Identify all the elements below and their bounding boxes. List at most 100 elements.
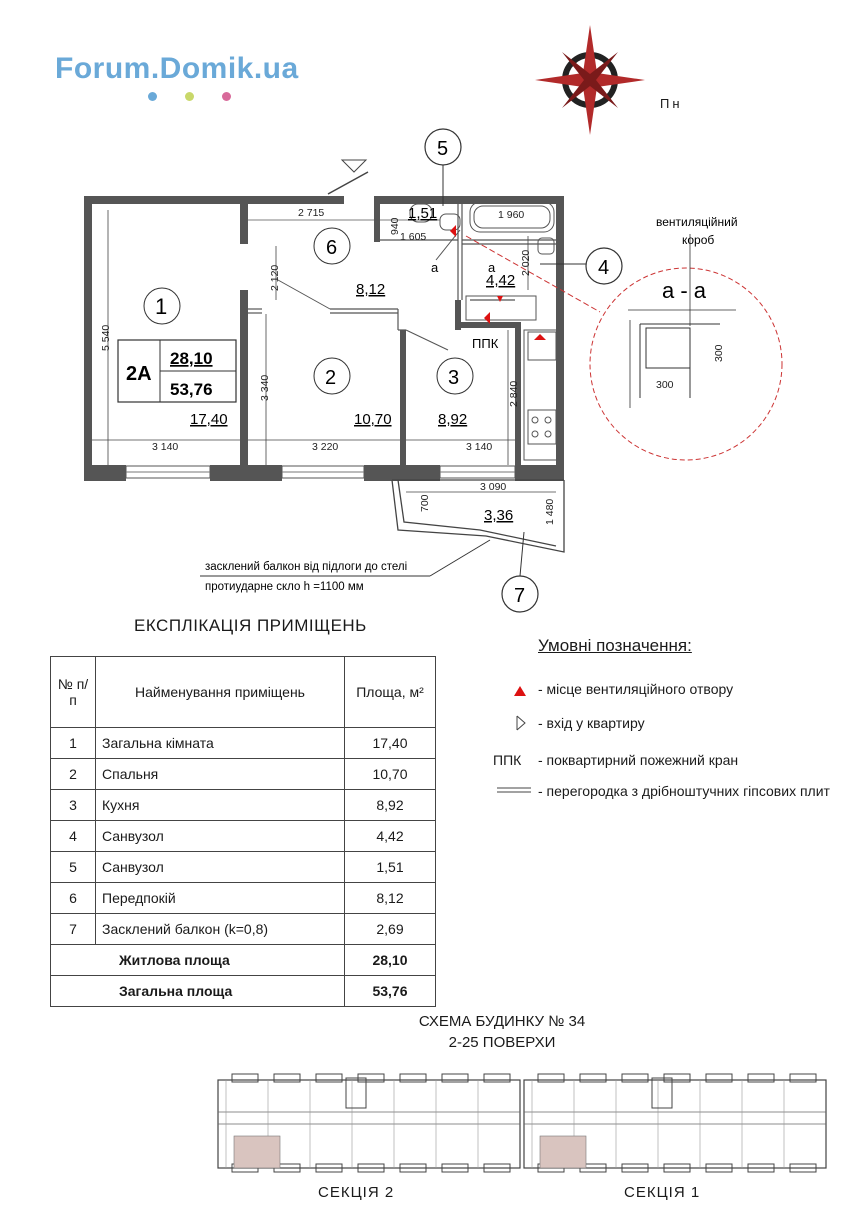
door-mark-a2: а: [488, 260, 496, 275]
legend-item-vent: - місце вентиляційного отвору: [538, 681, 734, 697]
dim-1605: 1 605: [400, 231, 426, 243]
total-area: 53,76: [170, 380, 213, 399]
logo-dot: [185, 92, 194, 101]
section-1-label: СЕКЦІЯ 1: [624, 1184, 701, 1201]
header-num: № п/п: [50, 656, 96, 728]
cell: Санвузол: [95, 851, 345, 883]
cell: 2,69: [344, 913, 436, 945]
cell: 4: [50, 820, 96, 852]
dim-5540: 5 540: [100, 325, 112, 351]
room-1-num: 1: [155, 294, 167, 319]
scheme-title: СХЕМА БУДИНКУ № 34: [418, 1013, 586, 1030]
room-2-area: 10,70: [354, 411, 392, 428]
dim-3340: 3 340: [259, 375, 271, 401]
balcony-note-2: протиударне скло h =1100 мм: [205, 581, 364, 593]
cell: 3: [50, 789, 96, 821]
dim-2120: 2 120: [269, 265, 281, 291]
cell: 4,42: [344, 820, 436, 852]
total-label: Загальна площа: [50, 975, 345, 1007]
living-label: Житлова площа: [50, 944, 345, 976]
cell: Санвузол: [95, 820, 345, 852]
room-7-num: 7: [514, 585, 525, 607]
compass-rose-icon: [535, 25, 645, 135]
ventilation-triangle-icon: [514, 686, 526, 696]
cell: Кухня: [95, 789, 345, 821]
dim-2715: 2 715: [298, 207, 324, 219]
room-4-area: 4,42: [486, 272, 515, 289]
room-6-area: 8,12: [356, 281, 385, 298]
dim-3140-b: 3 140: [466, 441, 492, 453]
legend-item-partition: - перегородка з дрібноштучних гіпсових п…: [538, 783, 830, 799]
partition-line-icon: [497, 787, 531, 793]
cell: 8,92: [344, 789, 436, 821]
vent-label-line: короб: [682, 233, 714, 247]
logo-dot: [148, 92, 157, 101]
cell: 1: [50, 727, 96, 759]
room-5-area: 1,51: [408, 205, 437, 222]
explication-title: ЕКСПЛІКАЦІЯ ПРИМІЩЕНЬ: [134, 616, 367, 635]
building-scheme: [217, 1073, 827, 1173]
cell: 7: [50, 913, 96, 945]
total-value: 53,76: [344, 975, 436, 1007]
section-2-label: СЕКЦІЯ 2: [318, 1184, 395, 1201]
legend-item-entry: - вхід у квартиру: [538, 715, 645, 731]
cell: 10,70: [344, 758, 436, 790]
dim-300-v: 300: [713, 344, 725, 362]
vent-label: вентиляційний короб: [656, 215, 741, 247]
cell: 6: [50, 882, 96, 914]
floor-plan: 1 17,40 2 10,70 3 8,92 4 4,42 5 1,51 6 8…: [84, 128, 783, 613]
dim-3140-a: 3 140: [152, 441, 178, 453]
room-3-area: 8,92: [438, 411, 467, 428]
table-header: № п/п Найменування приміщень Площа, м²: [50, 656, 436, 728]
logo-dot: [222, 92, 231, 101]
cell: 8,12: [344, 882, 436, 914]
room-6-num: 6: [326, 237, 337, 259]
dim-3090: 3 090: [480, 481, 506, 493]
cell: 2: [50, 758, 96, 790]
cell: Передпокій: [95, 882, 345, 914]
header-area: Площа, м²: [344, 656, 436, 728]
cell: 17,40: [344, 727, 436, 759]
living-area: 28,10: [170, 349, 213, 368]
walls: [84, 196, 564, 481]
legend-title: Умовні позначення:: [538, 636, 692, 655]
cell: 1,51: [344, 851, 436, 883]
room-2-num: 2: [325, 367, 336, 389]
cell: Спальня: [95, 758, 345, 790]
header-name: Найменування приміщень: [95, 656, 345, 728]
dim-2840: 2 840: [508, 381, 520, 407]
room-1-area: 17,40: [190, 411, 228, 428]
room-3-num: 3: [448, 367, 459, 389]
balcony-note-1: засклений балкон від підлоги до стелі: [205, 561, 407, 573]
section-label: а - а: [662, 278, 707, 303]
dim-3220: 3 220: [312, 441, 338, 453]
dim-1480: 1 480: [544, 499, 556, 525]
apartment-type: 2А: [126, 363, 152, 385]
dim-2020: 2 020: [520, 250, 532, 276]
door-mark-a1: а: [431, 260, 439, 275]
cell: Засклений балкон (k=0,8): [95, 913, 345, 945]
room-7-area: 3,36: [484, 507, 513, 524]
vent-label-line: вентиляційний: [656, 215, 738, 229]
site-logo[interactable]: Forum.Domik.ua: [55, 52, 299, 85]
entry-arrow-icon: [516, 715, 526, 731]
dim-940: 940: [389, 217, 401, 235]
ppk-label: ППК: [472, 336, 499, 351]
legend-item-ppk: - поквартирний пожежний кран: [538, 752, 739, 768]
dim-700: 700: [419, 494, 431, 512]
north-label: Пн: [660, 96, 683, 111]
room-4-num: 4: [598, 257, 609, 279]
dim-300-h: 300: [656, 379, 674, 391]
living-value: 28,10: [344, 944, 436, 976]
dim-1960: 1 960: [498, 209, 524, 221]
cell: 5: [50, 851, 96, 883]
